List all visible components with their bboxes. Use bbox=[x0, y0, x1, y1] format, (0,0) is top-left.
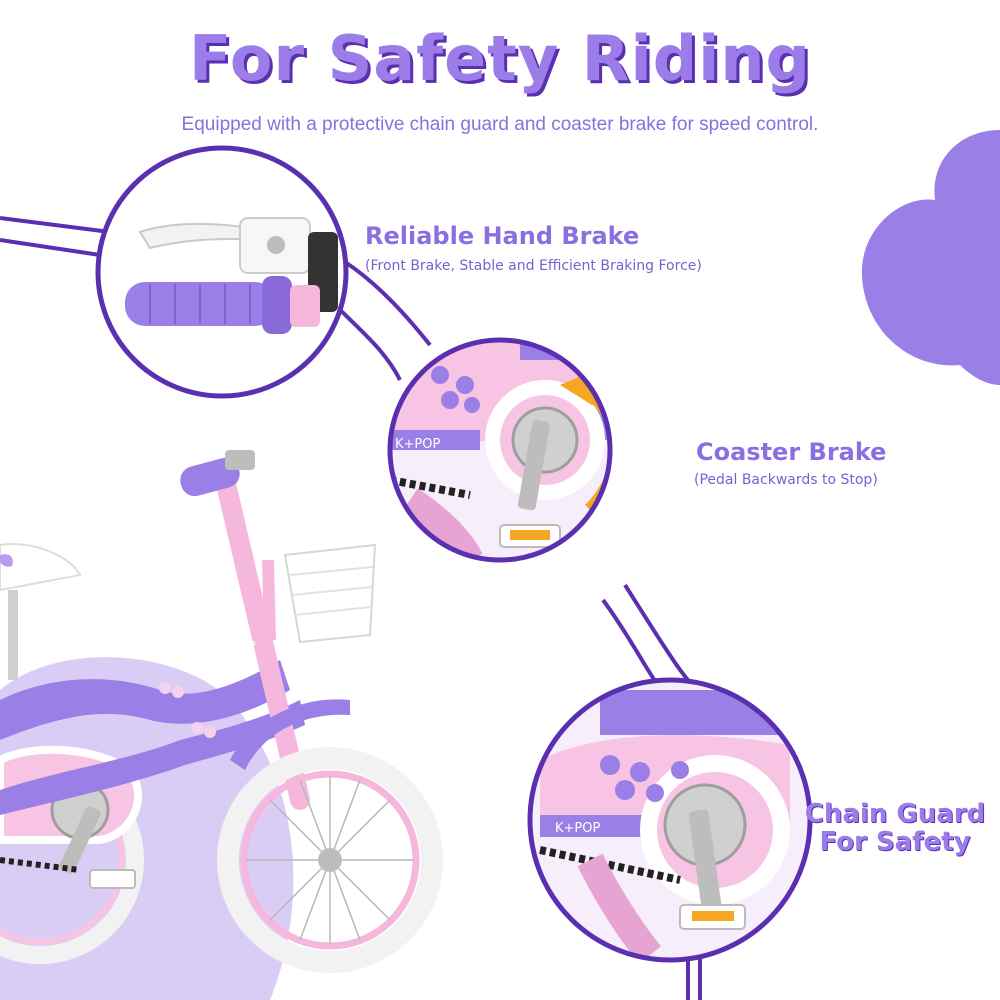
page-title: For Safety Riding bbox=[189, 22, 811, 95]
page-subtitle: Equipped with a protective chain guard a… bbox=[181, 114, 819, 135]
purple-cloud-blob bbox=[861, 130, 1000, 385]
coaster-brake-closeup: K+POP bbox=[387, 337, 613, 563]
chain-guard-line-1: Chain Guard bbox=[804, 799, 986, 829]
coaster-brake-title: Coaster Brake bbox=[696, 438, 887, 466]
frame-logo-text-2: K+POP bbox=[555, 821, 600, 836]
frame-logo-text: K+POP bbox=[395, 437, 440, 452]
chain-guard-closeup: K+POP bbox=[527, 677, 813, 963]
hand-brake-closeup bbox=[95, 145, 349, 399]
chain-guard-title: Chain Guard For Safety bbox=[800, 800, 990, 856]
hand-brake-title: Reliable Hand Brake bbox=[365, 222, 640, 250]
bike-frame-logo: K+POP bbox=[213, 638, 256, 658]
kids-bicycle: K+POP bbox=[0, 450, 443, 973]
hand-brake-subtitle: (Front Brake, Stable and Efficient Braki… bbox=[365, 258, 702, 274]
chain-guard-line-2: For Safety bbox=[819, 827, 971, 857]
coaster-brake-subtitle: (Pedal Backwards to Stop) bbox=[694, 472, 878, 488]
